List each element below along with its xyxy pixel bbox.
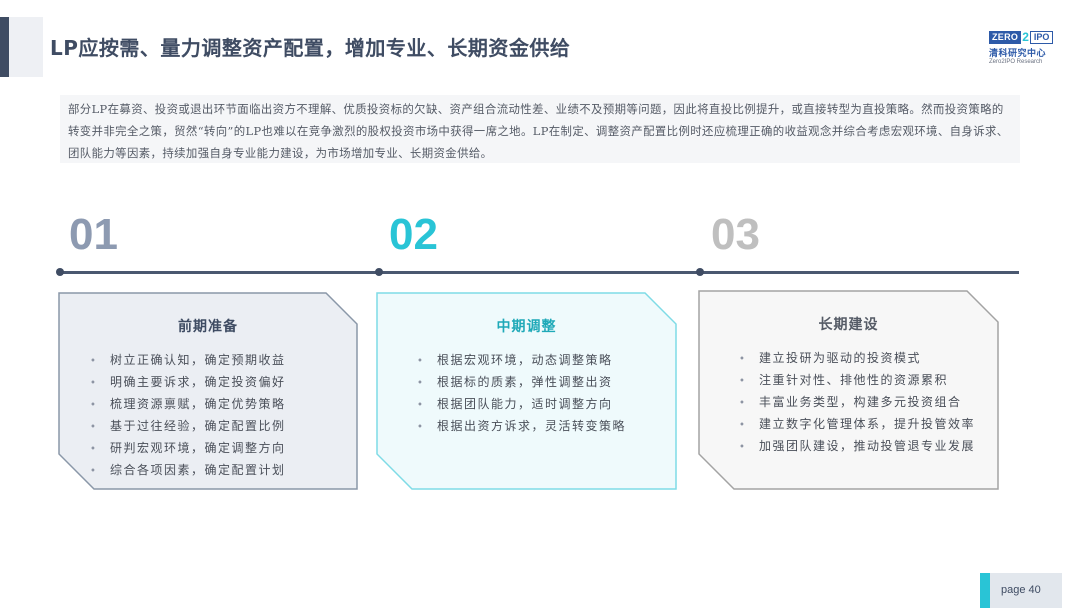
logo-ipo: IPO [1029, 31, 1054, 44]
bullet-icon: • [90, 466, 98, 477]
bullet-icon: • [739, 354, 747, 365]
page-accent-bar [980, 573, 990, 608]
list-item: •丰富业务类型，构建多元投资组合 [739, 392, 975, 414]
bullet-icon: • [417, 378, 425, 389]
list-item: •建立数字化管理体系，提升投管效率 [739, 414, 975, 436]
step-number-03: 03 [711, 210, 760, 259]
logo-zero: ZERO [989, 31, 1022, 44]
timeline-dot-02 [375, 268, 383, 276]
list-item: •明确主要诉求，确定投资偏好 [90, 372, 286, 394]
card-shape [58, 292, 358, 490]
card-title: 前期准备 [178, 319, 238, 335]
bullet-icon: • [90, 378, 98, 389]
card-mid-term-adjustment: 中期调整 •根据宏观环境，动态调整策略 •根据标的质素，弹性调整出资 •根据团队… [376, 292, 677, 490]
bullet-icon: • [739, 398, 747, 409]
logo-cn-name: 清科研究中心 [989, 49, 1047, 59]
list-item: •根据出资方诉求，灵活转变策略 [417, 416, 626, 438]
list-item: •建立投研为驱动的投资模式 [739, 348, 975, 370]
timeline-dot-01 [56, 268, 64, 276]
timeline-dot-03 [696, 268, 704, 276]
bullet-icon: • [90, 356, 98, 367]
intro-text: 部分LP在募资、投资或退出环节面临出资方不理解、优质投资标的欠缺、资产组合流动性… [68, 102, 1009, 160]
card-title: 中期调整 [496, 319, 557, 335]
list-item: •树立正确认知，确定预期收益 [90, 350, 286, 372]
list-item: •根据标的质素，弹性调整出资 [417, 372, 626, 394]
list-item: •梳理资源禀赋，确定优势策略 [90, 394, 286, 416]
bullet-icon: • [739, 376, 747, 387]
list-item: •注重针对性、排他性的资源累积 [739, 370, 975, 392]
page-number: page 40 [1001, 584, 1041, 596]
logo-two: 2 [1022, 30, 1029, 44]
bullet-icon: • [739, 420, 747, 431]
logo-en-name: Zero2IPO Research [989, 59, 1043, 65]
bullet-icon: • [90, 444, 98, 455]
card-early-preparation: 前期准备 •树立正确认知，确定预期收益 •明确主要诉求，确定投资偏好 •梳理资源… [58, 292, 358, 490]
card-title: 长期建设 [818, 317, 879, 333]
card-shape [698, 290, 999, 490]
list-item: •综合各项因素，确定配置计划 [90, 460, 286, 482]
list-item: •根据团队能力，适时调整方向 [417, 394, 626, 416]
bullet-icon: • [417, 422, 425, 433]
bullet-icon: • [739, 442, 747, 453]
page-title: LP应按需、量力调整资产配置，增加专业、长期资金供给 [50, 36, 571, 60]
logo-wordmark: ZERO 2 IPO [989, 31, 1059, 44]
zero2ipo-logo: ZERO 2 IPO 清科研究中心 Zero2IPO Research [989, 31, 1059, 65]
card-list: •建立投研为驱动的投资模式 •注重针对性、排他性的资源累积 •丰富业务类型，构建… [739, 348, 975, 458]
timeline-line [59, 271, 1019, 274]
list-item: •根据宏观环境，动态调整策略 [417, 350, 626, 372]
list-item: •基于过往经验，确定配置比例 [90, 416, 286, 438]
card-shape [376, 292, 677, 490]
intro-paragraph: 部分LP在募资、投资或退出环节面临出资方不理解、优质投资标的欠缺、资产组合流动性… [60, 95, 1020, 163]
card-list: •树立正确认知，确定预期收益 •明确主要诉求，确定投资偏好 •梳理资源禀赋，确定… [90, 350, 286, 482]
title-accent-bar [0, 17, 9, 77]
bullet-icon: • [90, 422, 98, 433]
bullet-icon: • [417, 356, 425, 367]
list-item: •加强团队建设，推动投管退专业发展 [739, 436, 975, 458]
bullet-icon: • [90, 400, 98, 411]
bullet-icon: • [417, 400, 425, 411]
page-number-box [980, 573, 1062, 608]
card-list: •根据宏观环境，动态调整策略 •根据标的质素，弹性调整出资 •根据团队能力，适时… [417, 350, 626, 438]
list-item: •研判宏观环境，确定调整方向 [90, 438, 286, 460]
step-number-01: 01 [69, 210, 118, 259]
title-accent-panel [9, 17, 43, 77]
card-long-term-building: 长期建设 •建立投研为驱动的投资模式 •注重针对性、排他性的资源累积 •丰富业务… [698, 290, 999, 490]
step-number-02: 02 [389, 210, 438, 259]
